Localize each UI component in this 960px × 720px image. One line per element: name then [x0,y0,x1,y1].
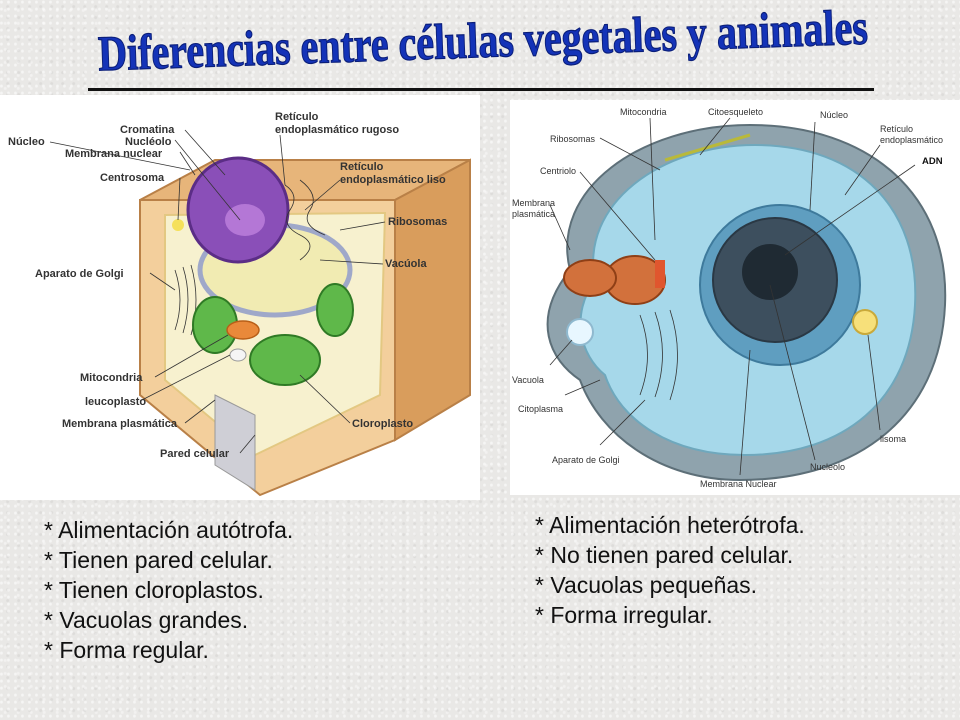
title-underline [88,88,874,91]
rough-er-shape [284,184,311,261]
label-reticulo-liso-2: endoplasmático liso [340,174,446,186]
label-membrana-plasmatica-1: Membrana [512,198,555,208]
lysosome-shape [852,309,878,335]
label-ribosomas: Ribosomas [550,134,596,144]
label-cromatina: Cromatina [120,124,175,136]
label-reticulo-liso-1: Retículo [340,161,384,173]
label-reticulo-rugoso-1: Retículo [275,111,319,123]
chloroplast-shape-3 [249,334,321,386]
membrane-section [214,394,256,491]
animal-trait: * Forma irregular. [535,602,713,628]
vacuole-shape [566,318,594,346]
label-leucoplasto: leucoplasto [85,396,146,408]
label-golgi: Aparato de Golgi [552,455,620,465]
label-nucleo: Núcleo [8,136,45,148]
label-membrana-nuclear: Membrana Nuclear [700,479,777,489]
label-reticulo-1: Retículo [880,124,913,134]
plant-trait: * Forma regular. [44,637,209,663]
label-golgi: Aparato de Golgi [35,268,124,280]
plant-trait: * Tienen cloroplastos. [44,577,264,603]
label-mitocondria: Mitocondria [80,372,143,384]
label-citoesqueleto: Citoesqueleto [708,107,763,117]
mitochondrion-shape-2 [563,259,617,297]
label-membrana-plasmatica: Membrana plasmática [62,418,178,430]
page-title-text: Diferencias entre células vegetales y an… [97,0,868,81]
label-reticulo-2: endoplasmático [880,135,943,145]
label-centriolo: Centriolo [540,166,576,176]
label-centrosoma: Centrosoma [100,172,165,184]
label-citoplasma: Citoplasma [518,404,563,414]
label-membrana-nuclear: Membrana nuclear [65,148,163,160]
page-title: Diferencias entre células vegetales y an… [88,0,878,82]
label-membrana-plasmatica-2: plasmática [512,209,555,219]
label-ribosomas: Ribosomas [388,216,447,228]
leucoplast-shape [229,348,247,362]
plant-cell-diagram: Núcleo Cromatina Nucléolo Membrana nucle… [0,95,480,500]
cell-wall-side [394,158,471,442]
plant-trait: * Alimentación autótrofa. [44,517,294,543]
label-nucleolo: Nucléolo [125,136,172,148]
plant-traits-list: * Alimentación autótrofa. * Tienen pared… [44,515,293,665]
nucleolus-shape [225,204,265,236]
label-vacuola: Vacuola [512,375,544,385]
plant-trait: * Vacuolas grandes. [44,607,249,633]
plant-trait: * Tienen pared celular. [44,547,273,573]
label-lisoma: lisoma [880,434,906,444]
animal-trait: * Vacuolas pequeñas. [535,572,758,598]
nucleolus-shape [742,244,798,300]
cytoskeleton-shape [664,133,751,162]
animal-cell-diagram: Mitocondria Citoesqueleto Núcleo Retícul… [510,100,960,495]
label-vacuola: Vacúola [385,258,427,270]
centrosome-shape [172,219,184,231]
centriole-shape [655,260,665,288]
golgi-shape [639,309,678,401]
label-pared-celular: Pared celular [160,448,230,460]
smooth-er-shape [299,179,326,236]
animal-traits-list: * Alimentación heterótrofa. * No tienen … [535,510,805,630]
chloroplast-shape-2 [316,283,354,337]
label-adn: ADN [922,156,943,167]
label-reticulo-rugoso-2: endoplasmático rugoso [275,124,399,136]
label-cloroplasto: Cloroplasto [352,418,413,430]
label-nucleo: Núcleo [820,110,848,120]
animal-trait: * Alimentación heterótrofa. [535,512,805,538]
mitochondrion-shape [226,320,260,340]
label-mitocondria: Mitocondria [620,107,667,117]
label-nucleolo: Nucleolo [810,462,845,472]
animal-trait: * No tienen pared celular. [535,542,794,568]
